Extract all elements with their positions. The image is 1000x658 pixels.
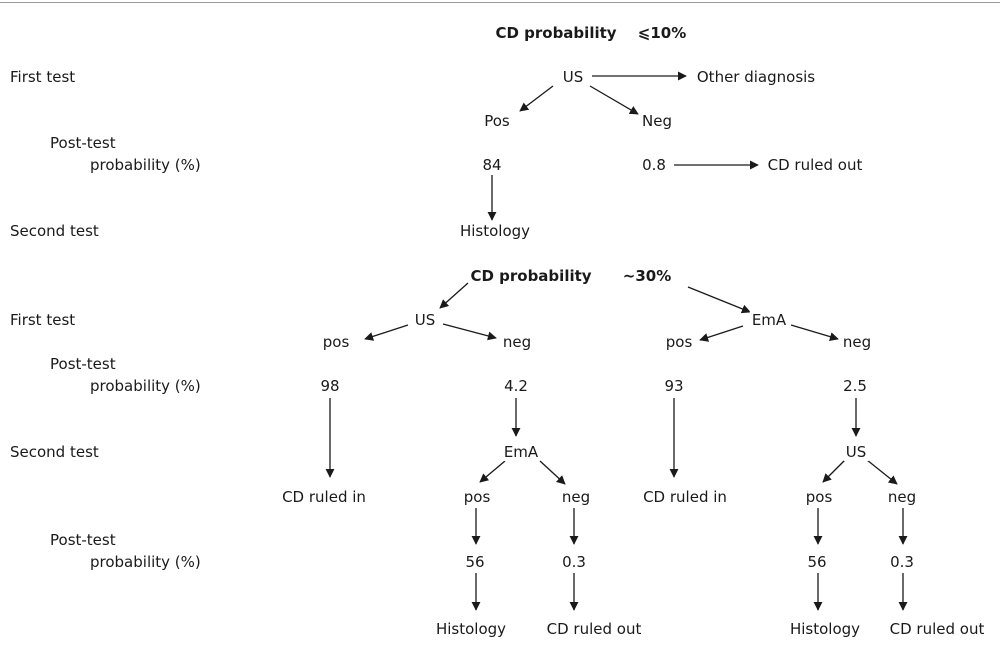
- arrow-us-to-neg-right: [866, 459, 898, 485]
- row-label-post-test: Post-test: [50, 531, 116, 549]
- node-pos-right: pos: [663, 333, 695, 351]
- arrow-us-to-pos-left: [364, 324, 409, 341]
- row-label-second-test: Second test: [10, 222, 99, 240]
- node-2-5: 2.5: [841, 377, 869, 395]
- scenario-low-threshold: ⩽10%: [635, 24, 689, 42]
- row-label-probability: probability (%): [90, 377, 201, 395]
- node-cd-ruled-out: CD ruled out: [765, 156, 865, 174]
- node-pos-left: pos: [320, 333, 352, 351]
- top-rule: [0, 2, 1000, 3]
- node-pos-probability: 84: [480, 156, 504, 174]
- node-neg-probability: 0.8: [640, 156, 668, 174]
- node-neg-left: neg: [500, 333, 534, 351]
- row-label-probability: probability (%): [90, 553, 201, 571]
- scenario-mid-title: CD probability: [468, 267, 594, 285]
- node-other-diagnosis: Other diagnosis: [694, 68, 818, 86]
- row-label-first-test: First test: [10, 68, 76, 86]
- arrow-ema-to-neg-right: [790, 324, 839, 342]
- node-ema-second: EmA: [501, 443, 541, 461]
- node-cd-ruled-out-right: CD ruled out: [887, 620, 987, 638]
- scenario-mid-threshold: ~30%: [620, 267, 674, 285]
- scenario-low-title: CD probability: [493, 24, 619, 42]
- node-pos-second-left: pos: [461, 488, 493, 506]
- node-histology: Histology: [457, 222, 533, 240]
- node-0-3-left: 0.3: [560, 553, 588, 571]
- node-pos-second-right: pos: [803, 488, 835, 506]
- row-label-post-test: Post-test: [50, 134, 116, 152]
- node-neg: Neg: [640, 112, 674, 130]
- node-0-3-right: 0.3: [888, 553, 916, 571]
- node-98: 98: [318, 377, 342, 395]
- arrow-us-to-neg: [589, 85, 639, 115]
- row-label-first-test: First test: [10, 311, 76, 329]
- node-cd-ruled-in-left: CD ruled in: [280, 488, 368, 506]
- node-neg-right: neg: [840, 333, 874, 351]
- arrow-ema-to-pos-left: [479, 460, 506, 483]
- node-56-right: 56: [805, 553, 829, 571]
- node-histology-right: Histology: [787, 620, 863, 638]
- arrow-us-to-neg-left: [442, 323, 497, 341]
- node-56-left: 56: [463, 553, 487, 571]
- node-neg-second-left: neg: [559, 488, 593, 506]
- arrow-ema-to-neg-left: [539, 460, 566, 485]
- row-label-probability: probability (%): [90, 156, 201, 174]
- node-neg-second-right: neg: [885, 488, 919, 506]
- node-cd-ruled-in-right: CD ruled in: [641, 488, 729, 506]
- node-us-left: US: [412, 311, 438, 329]
- node-ema-right: EmA: [749, 311, 789, 329]
- row-label-post-test: Post-test: [50, 355, 116, 373]
- node-us: US: [560, 68, 586, 86]
- node-93: 93: [662, 377, 686, 395]
- node-us-second: US: [843, 443, 869, 461]
- arrow-us-to-pos: [519, 85, 554, 112]
- node-4-2: 4.2: [502, 377, 530, 395]
- node-cd-ruled-out-left: CD ruled out: [544, 620, 644, 638]
- arrow-us-to-pos-right: [822, 459, 846, 483]
- row-label-second-test: Second test: [10, 443, 99, 461]
- arrow-mid-to-ema: [687, 286, 751, 314]
- node-histology-left: Histology: [433, 620, 509, 638]
- node-pos: Pos: [482, 112, 512, 130]
- arrow-mid-to-us: [439, 282, 469, 309]
- arrow-ema-to-pos-right: [699, 325, 744, 342]
